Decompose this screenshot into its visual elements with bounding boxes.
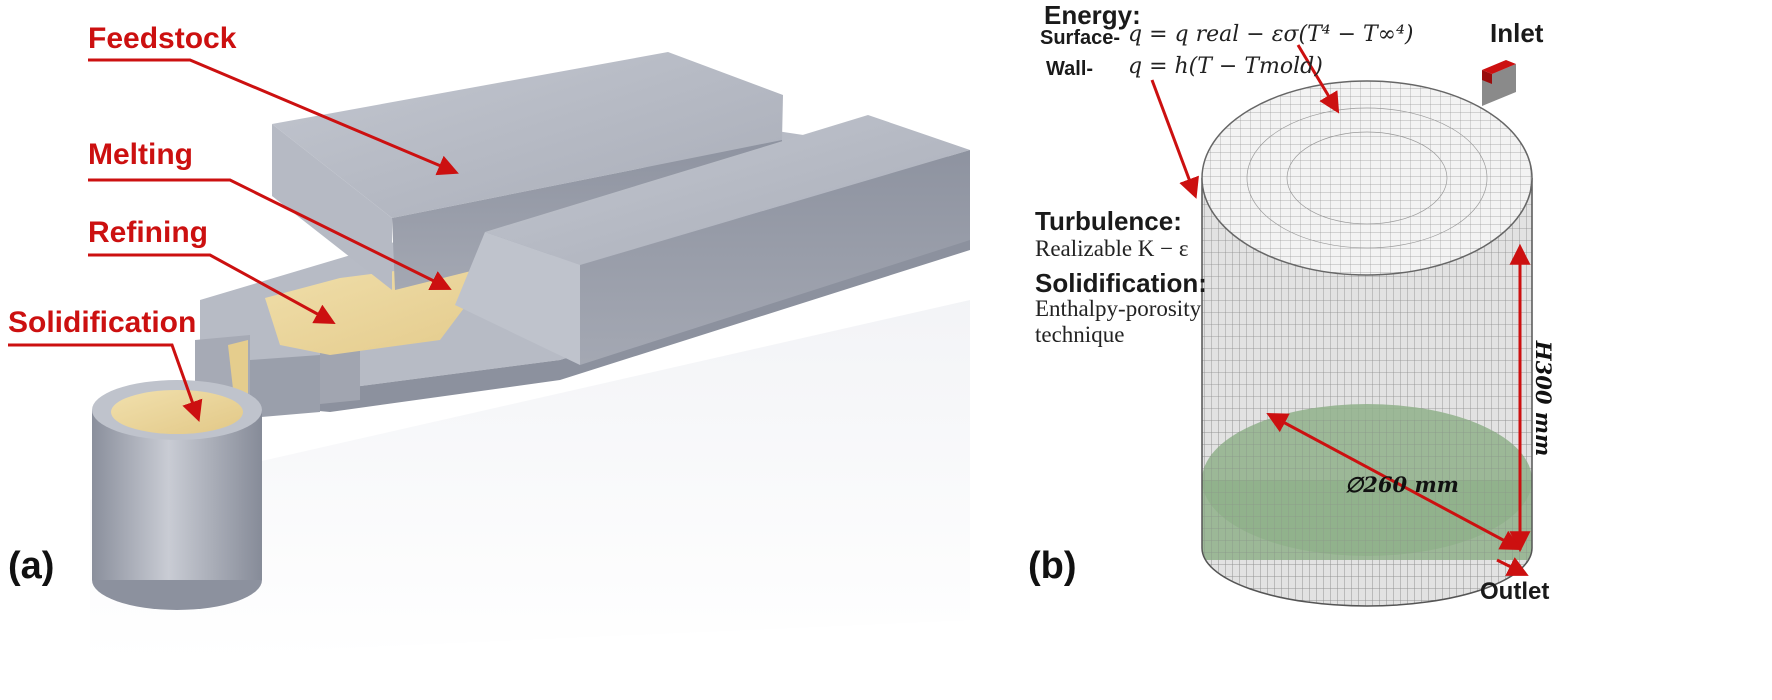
height-dimension-label: H300 mm — [1531, 340, 1557, 457]
inlet-label: Inlet — [1490, 18, 1544, 48]
solidification-arrow — [8, 343, 203, 422]
panel-a-tag: (a) — [8, 545, 55, 587]
diameter-dimension-arrow — [1266, 413, 1522, 550]
surface-label: Surface- — [1040, 27, 1121, 49]
furnace-model — [90, 52, 970, 660]
solidification-model-line1: Enthalpy-porosity — [1035, 296, 1202, 321]
melting-arrow — [88, 178, 452, 290]
feedstock-arrow — [88, 58, 459, 176]
surface-bc-arrow — [1296, 44, 1340, 114]
inlet-nozzle — [1482, 60, 1516, 106]
solidification-label: Solidification — [8, 306, 197, 339]
panel-b-tag: (b) — [1028, 545, 1077, 587]
solidification-title: Solidification: — [1035, 268, 1207, 298]
surface-equation: q = q real − εσ(T⁴ − T∞⁴) — [1128, 22, 1414, 47]
energy-title: Energy: — [1044, 0, 1141, 30]
refining-arrow — [88, 253, 336, 325]
melting-hearth-block — [455, 115, 970, 365]
melting-label: Melting — [88, 138, 193, 171]
wall-equation: q = h(T − Tmold) — [1128, 54, 1323, 79]
arrows-b — [1150, 44, 1531, 576]
outlet-arrow — [1496, 557, 1529, 576]
solidification-model-line2: technique — [1035, 322, 1125, 347]
wall-bc-arrow — [1150, 79, 1199, 199]
feedstock-label: Feedstock — [88, 22, 237, 55]
refining-label: Refining — [88, 216, 208, 249]
turbulence-model: Realizable K − ε — [1035, 236, 1189, 261]
diameter-dimension-label: ∅260 mm — [1345, 472, 1459, 497]
mold-cylinder — [92, 380, 262, 610]
wall-label: Wall- — [1046, 58, 1094, 80]
turbulence-title: Turbulence: — [1035, 206, 1182, 236]
outlet-label: Outlet — [1480, 578, 1550, 605]
arrows-a — [8, 58, 459, 422]
mesh-mold — [1201, 60, 1533, 607]
